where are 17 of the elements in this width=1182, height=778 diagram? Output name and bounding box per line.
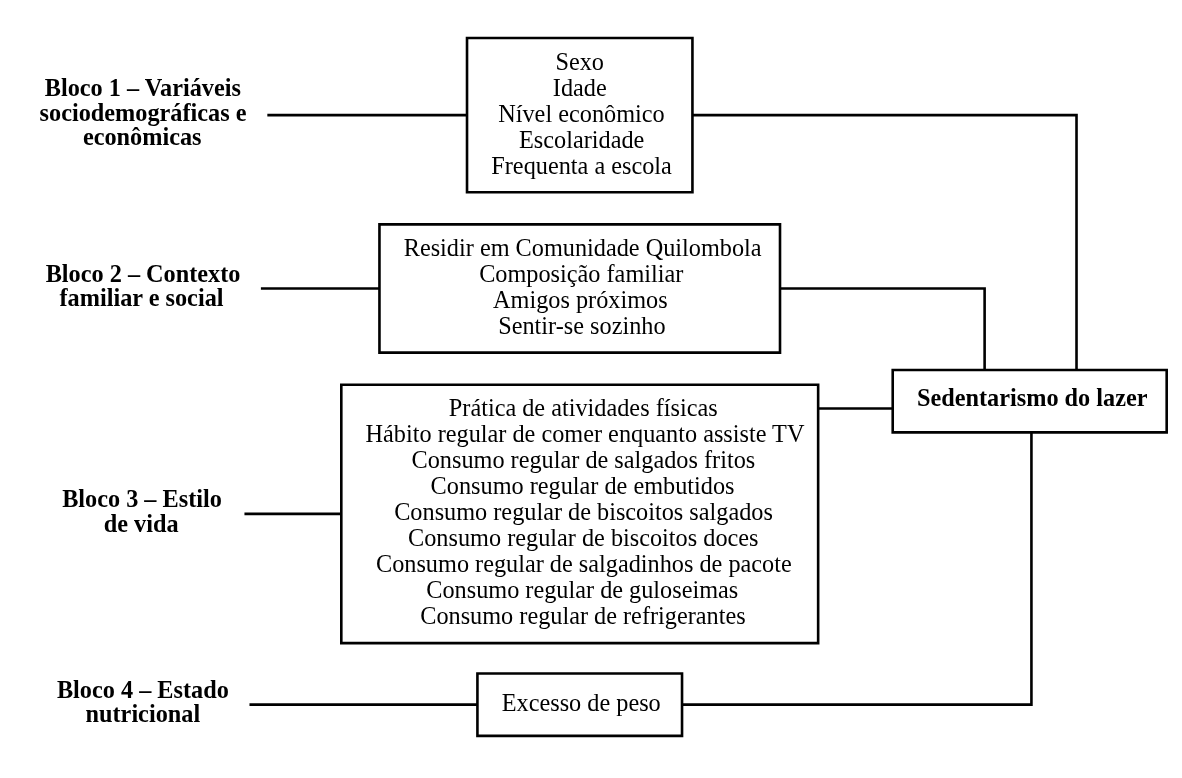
node-box: Sedentarismo do lazer — [891, 368, 1168, 434]
connector — [267, 113, 467, 116]
connector — [244, 512, 341, 515]
node-box: Sexo Idade Nível econômico Escolaridade Frequenta a escola — [465, 36, 694, 194]
connector — [260, 286, 379, 290]
connector — [682, 432, 1033, 706]
node-text: Bloco 2 – Contexto familiar e social — [45, 259, 241, 311]
node-text: Bloco 4 – Estado nutricional — [56, 675, 229, 727]
node-text: Bloco 3 – Estilo de vida — [62, 484, 222, 537]
node-box: Excesso de peso — [476, 671, 684, 737]
connector — [692, 113, 1078, 369]
connector — [249, 702, 478, 706]
node-box: Prática de atividades físicas Hábito regular de comer enquanto assiste TV Consumo regular de salgados fritos Consumo regular de embutidos Consumo regular de biscoitos salgados Consumo regular de biscoitos doces Consumo regular de salgadinhos de pacote Consumo regular de guloseimas Consumo regular de refrigerantes — [340, 382, 820, 644]
node-box: Residir em Comunidade Quilombola Composição familiar Amigos próximos Sentir-se sozinho — [378, 222, 782, 354]
connector — [780, 286, 986, 370]
connector — [818, 406, 893, 410]
node-text: Bloco 1 – Variáveis sociodemográficas e econômicas — [39, 73, 247, 150]
